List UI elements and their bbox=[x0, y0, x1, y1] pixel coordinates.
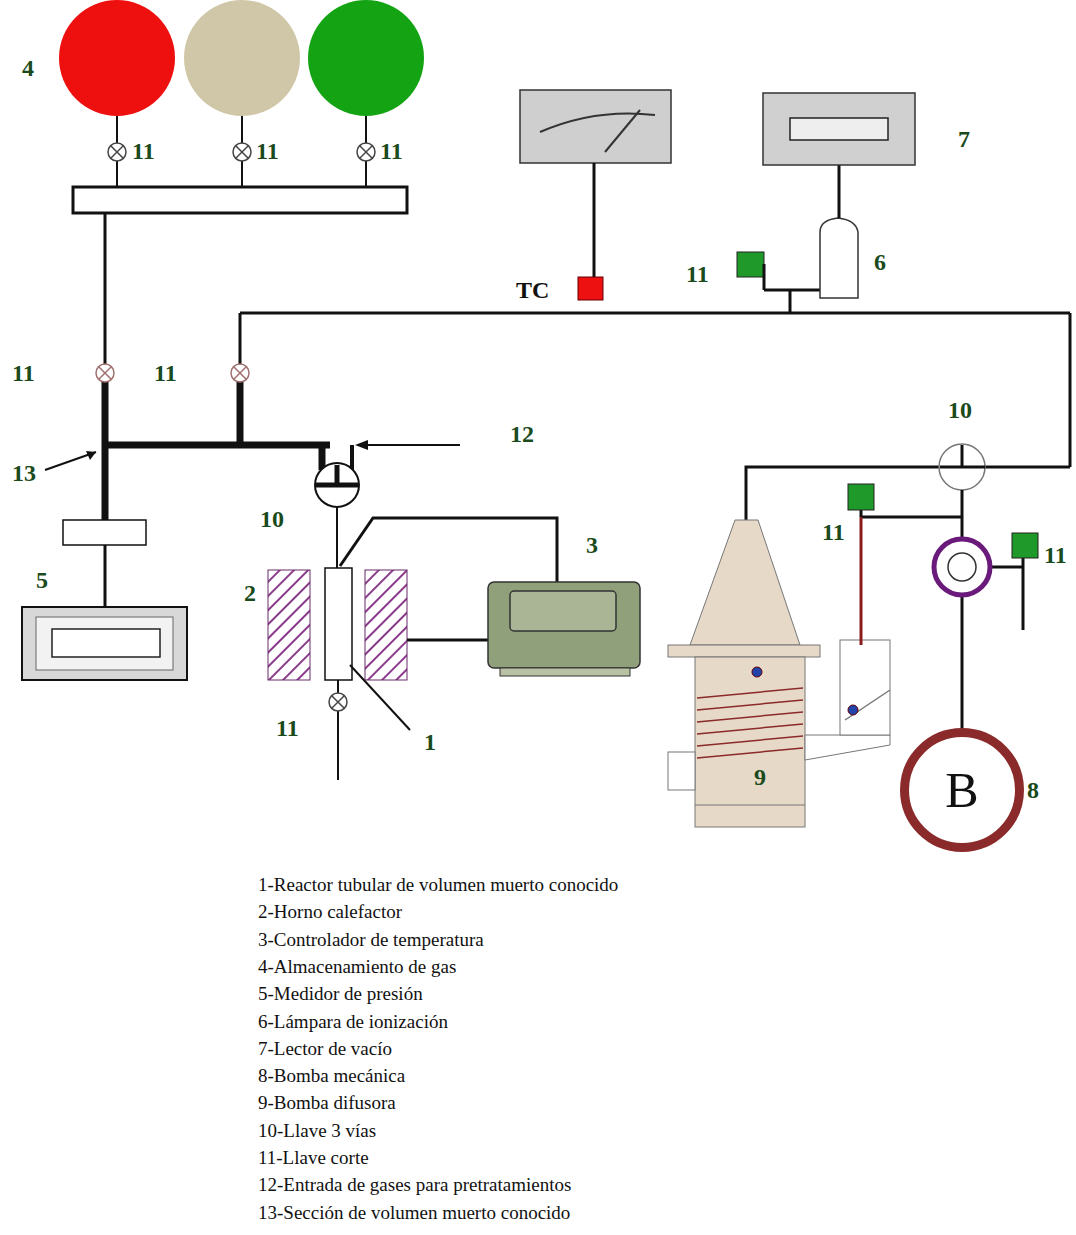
callout-number: 1 bbox=[424, 730, 436, 754]
callout-number: 2 bbox=[244, 581, 256, 605]
legend-list-item: 13-Sección de volumen muerto conocido bbox=[258, 1203, 570, 1224]
callout-number: 8 bbox=[1027, 778, 1039, 802]
callout-number: 7 bbox=[958, 127, 970, 151]
legend-list-item: 8-Bomba mecánica bbox=[258, 1066, 405, 1087]
legend-list-item: 5-Medidor de presión bbox=[258, 984, 423, 1005]
legend-list-item: 3-Controlador de temperatura bbox=[258, 930, 484, 951]
callout-number: 4 bbox=[22, 56, 34, 80]
diffusion-pump-body: 9 bbox=[735, 760, 785, 794]
callout-number: 11 bbox=[380, 139, 403, 163]
callout-number: 11 bbox=[276, 716, 299, 740]
legend-list-item: 4-Almacenamiento de gas bbox=[258, 957, 456, 978]
callout-number: 11 bbox=[132, 139, 155, 163]
gauge-label: TC bbox=[516, 278, 549, 302]
legend-list-item: 7-Lector de vacío bbox=[258, 1039, 392, 1060]
legend-list-item: 11-Llave corte bbox=[258, 1148, 369, 1169]
legend-list-item: 10-Llave 3 vías bbox=[258, 1121, 376, 1142]
legend-list-item: 2-Horno calefactor bbox=[258, 902, 402, 923]
node-text: 9 bbox=[754, 764, 766, 791]
legend-list-item: 6-Lámpara de ionización bbox=[258, 1012, 448, 1033]
callout-number: 5 bbox=[36, 568, 48, 592]
legend-list-item: 9-Bomba difusora bbox=[258, 1093, 396, 1114]
mechanical-pump-circle: B bbox=[900, 728, 1024, 852]
callout-number: 6 bbox=[874, 250, 886, 274]
callout-number: 10 bbox=[260, 507, 284, 531]
callout-number: 3 bbox=[586, 533, 598, 557]
callout-number: 11 bbox=[154, 361, 177, 385]
callout-number: 12 bbox=[510, 422, 534, 446]
callout-number: 11 bbox=[822, 520, 845, 544]
legend-list-item: 1-Reactor tubular de volumen muerto cono… bbox=[258, 875, 618, 896]
node-text: B bbox=[945, 761, 978, 819]
callout-number: 10 bbox=[948, 398, 972, 422]
callout-number: 11 bbox=[686, 262, 709, 286]
callout-number: 11 bbox=[12, 361, 35, 385]
callout-number: 11 bbox=[1044, 543, 1067, 567]
legend-list-item: 12-Entrada de gases para pretratamientos bbox=[258, 1175, 571, 1196]
callout-number: 11 bbox=[256, 139, 279, 163]
callout-number: 13 bbox=[12, 461, 36, 485]
